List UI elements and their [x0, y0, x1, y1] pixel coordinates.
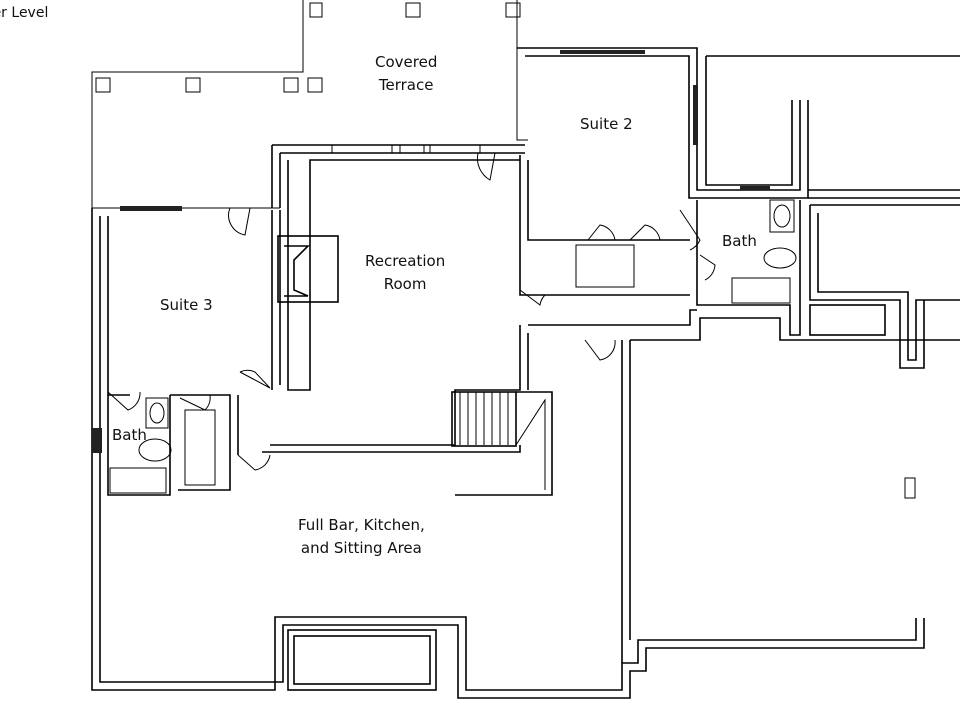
room-label-suite-3: Suite 3: [160, 296, 213, 314]
room-label-bath-right: Bath: [722, 232, 757, 250]
door-swings: [107, 152, 716, 471]
room-label-recreation-room: Recreation Room: [365, 250, 445, 296]
label-line: and Sitting Area: [300, 539, 422, 557]
windows: [92, 50, 770, 453]
label-line: Full Bar, Kitchen,: [298, 516, 425, 534]
room-label-suite-2: Suite 2: [580, 115, 633, 133]
label-line: Recreation: [365, 252, 446, 270]
label-line: Covered: [375, 53, 438, 71]
label-line: Terrace: [378, 76, 434, 94]
room-label-full-bar: Full Bar, Kitchen, and Sitting Area: [298, 514, 425, 560]
level-title: Lower Level: [0, 5, 49, 21]
exterior-walls: [91, 0, 960, 699]
label-line: Room: [383, 275, 427, 293]
room-label-bath-left: Bath: [112, 426, 147, 444]
terrace-columns: [95, 2, 521, 93]
room-label-covered-terrace: Covered Terrace: [375, 51, 437, 97]
